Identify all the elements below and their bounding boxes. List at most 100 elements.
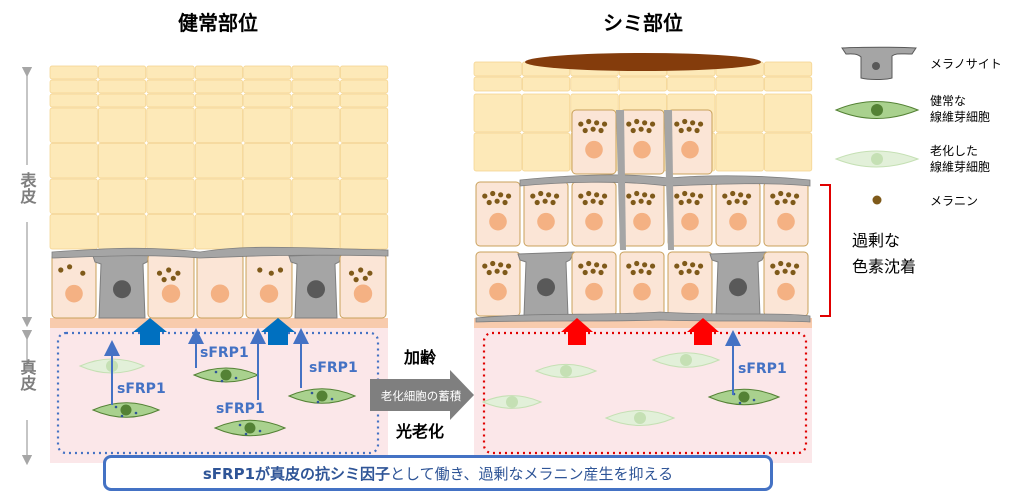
healthy-fibroblast-nucleus bbox=[120, 404, 132, 416]
sfrp1-dot bbox=[220, 379, 224, 383]
corneum-cell bbox=[98, 143, 147, 179]
photoaging-label: 光老化 bbox=[395, 422, 444, 441]
pigmented-layer bbox=[475, 109, 811, 323]
corneum-cell bbox=[473, 76, 522, 92]
melanin-granule bbox=[774, 199, 780, 206]
corneum-cell bbox=[667, 76, 716, 92]
melanin-granule bbox=[682, 190, 688, 197]
legend bbox=[834, 46, 920, 205]
red-arrow-2 bbox=[687, 318, 719, 345]
pigmentation-bracket bbox=[820, 184, 831, 317]
melanin-granule bbox=[601, 193, 608, 199]
corneum-cell bbox=[194, 79, 243, 94]
melanin-granule bbox=[594, 192, 600, 198]
keratinocyte-nucleus bbox=[633, 140, 651, 159]
corneum-cell bbox=[98, 65, 147, 80]
keratinocyte-nucleus bbox=[729, 212, 747, 231]
aged-fibroblast-nucleus bbox=[506, 396, 518, 408]
corneum-cell bbox=[291, 79, 340, 94]
sfrp1-label-2: sFRP1 bbox=[200, 345, 249, 361]
legend-melanocyte-icon bbox=[841, 46, 917, 80]
corneum-cell bbox=[194, 65, 243, 80]
corneum-cell bbox=[49, 143, 98, 179]
melanin-granule bbox=[697, 121, 704, 127]
title-spot: シミ部位 bbox=[603, 11, 683, 35]
sfrp1-label-4: sFRP1 bbox=[309, 360, 358, 376]
melanin-granule bbox=[786, 192, 792, 198]
legend-aged-fibroblast-label-1: 老化した bbox=[930, 144, 978, 158]
melanin-granule bbox=[686, 268, 692, 274]
corneum-cell bbox=[340, 93, 389, 108]
melanin-granule bbox=[590, 268, 596, 274]
melanin-granule bbox=[745, 193, 752, 199]
spot-panel bbox=[473, 53, 813, 463]
melanocyte-dendrite bbox=[664, 110, 674, 250]
melanin-granule bbox=[277, 267, 284, 273]
melanin-granule bbox=[498, 262, 504, 268]
melanin-granule bbox=[690, 262, 696, 268]
melanin-granule bbox=[538, 190, 544, 197]
keratinocyte-nucleus bbox=[259, 284, 279, 303]
keratinocyte-nucleus bbox=[161, 284, 181, 303]
corneum-cell bbox=[146, 214, 195, 250]
corneum-cell bbox=[98, 214, 147, 250]
melanin-granule bbox=[502, 269, 508, 276]
corneum-cell bbox=[98, 107, 147, 143]
keratinocyte-nucleus bbox=[681, 212, 699, 231]
legend-healthy-fibroblast-icon bbox=[834, 101, 920, 119]
melanin-granule bbox=[598, 199, 604, 206]
melanin-granule bbox=[742, 199, 748, 206]
caption-bold: sFRP1が真皮の抗シミ因子 bbox=[202, 464, 391, 483]
title-healthy: 健常部位 bbox=[178, 11, 258, 35]
legend-healthy-fibroblast-label-2: 線維芽細胞 bbox=[930, 109, 990, 124]
corneum-cell bbox=[146, 107, 195, 143]
melanin-granule bbox=[486, 269, 492, 276]
melanin-granule bbox=[774, 269, 780, 276]
sfrp1-dot bbox=[244, 432, 248, 436]
melanin-granule bbox=[156, 270, 163, 276]
melanin-granule bbox=[674, 193, 680, 199]
melanin-granule bbox=[778, 190, 784, 197]
melanin-granule bbox=[505, 263, 512, 269]
melanin-granule bbox=[694, 269, 700, 276]
keratinocyte-nucleus bbox=[537, 212, 555, 231]
melanin-granule bbox=[582, 199, 588, 206]
melanocyte-dendrite bbox=[616, 110, 626, 250]
melanin-granule bbox=[578, 263, 584, 269]
healthy-panel bbox=[49, 65, 389, 463]
melanin-granule bbox=[722, 193, 728, 199]
melanin-granule bbox=[686, 198, 692, 204]
keratinocyte-nucleus bbox=[633, 282, 651, 301]
corneum-cell bbox=[291, 65, 340, 80]
corneum-cell bbox=[98, 178, 147, 214]
melanin-granule bbox=[793, 193, 800, 199]
corneum-cell bbox=[340, 178, 389, 214]
corneum-cell bbox=[473, 61, 522, 77]
red-arrow-1 bbox=[561, 318, 593, 345]
melanin-granule bbox=[582, 269, 588, 276]
melanin-granule bbox=[268, 270, 274, 276]
keratinocyte-nucleus bbox=[585, 282, 603, 301]
melanin-granule bbox=[601, 263, 608, 269]
melanin-granule bbox=[505, 193, 512, 199]
melanin-granule bbox=[694, 199, 700, 206]
legend-melanin-icon bbox=[872, 195, 882, 205]
corneum-cell bbox=[146, 65, 195, 80]
corneum-cell bbox=[764, 132, 813, 172]
melanin-granule bbox=[534, 199, 540, 206]
corneum-cell bbox=[715, 76, 764, 92]
melanin-granule bbox=[578, 121, 584, 127]
sfrp1-signals bbox=[104, 328, 741, 405]
keratinocyte-nucleus bbox=[65, 284, 83, 303]
melanin-granule bbox=[674, 263, 680, 269]
excess-pigment-line2: 色素沈着 bbox=[852, 257, 916, 276]
melanin-granule bbox=[686, 126, 692, 132]
red-arrows bbox=[561, 318, 719, 345]
melanin-granule bbox=[634, 190, 640, 197]
melanin-granule bbox=[638, 198, 644, 204]
sfrp1-dot bbox=[738, 401, 742, 405]
corneum-cell bbox=[49, 65, 98, 80]
melanin-granule bbox=[682, 118, 688, 125]
melanin-granule bbox=[697, 263, 704, 269]
sfrp1-dot bbox=[330, 397, 334, 401]
